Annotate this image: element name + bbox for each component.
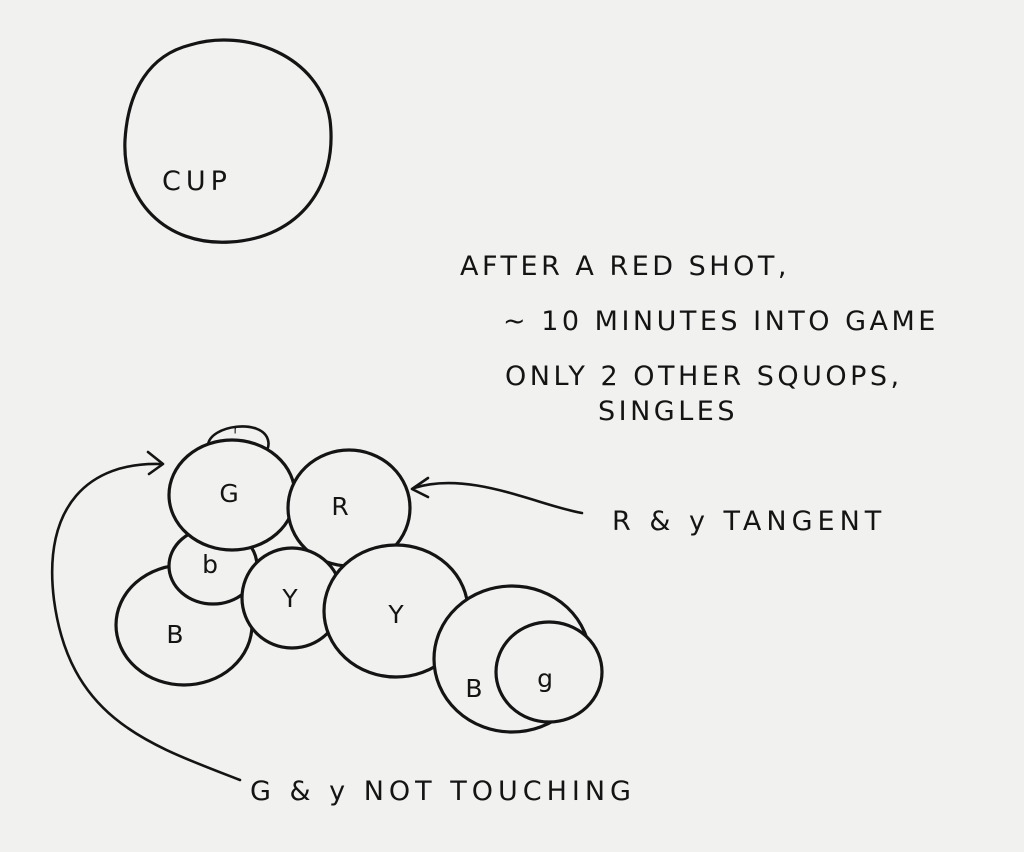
tangent-arrowhead bbox=[410, 476, 430, 499]
cup-outline bbox=[123, 38, 333, 244]
disc-green: G bbox=[167, 438, 297, 552]
not-touching-annotation: G & y NOT TOUCHING bbox=[50, 450, 636, 807]
disc-blue-right-label: B bbox=[465, 674, 482, 703]
tangent-label: R & y TANGENT bbox=[612, 506, 886, 537]
disc-blue-left-label: B bbox=[166, 620, 183, 649]
tangent-annotation: R & y TANGENT bbox=[410, 476, 886, 537]
disc-yellow-large-label: Y bbox=[387, 600, 404, 629]
game-notes: AFTER A RED SHOT, ~ 10 MINUTES INTO GAME… bbox=[460, 251, 939, 427]
disc-cluster: r B b G R Y Y bbox=[114, 423, 604, 734]
note-line-4: SINGLES bbox=[598, 396, 738, 427]
note-line-2: ~ 10 MINUTES INTO GAME bbox=[503, 306, 939, 337]
disc-green-label: G bbox=[219, 479, 238, 508]
disc-red-label: R bbox=[331, 492, 348, 521]
disc-top-small-label: r bbox=[234, 423, 239, 437]
not-touching-label: G & y NOT TOUCHING bbox=[250, 776, 636, 807]
disc-blue-small-label: b bbox=[202, 550, 218, 579]
disc-green-small-label: g bbox=[537, 664, 553, 693]
cup: CUP bbox=[123, 38, 333, 244]
tangent-arrow bbox=[412, 481, 584, 515]
disc-yellow-small-label: Y bbox=[281, 584, 298, 613]
note-line-3: ONLY 2 OTHER SQUOPS, bbox=[505, 361, 903, 392]
not-touching-arrow bbox=[50, 462, 242, 782]
disc-yellow-large: Y bbox=[322, 543, 470, 679]
not-touching-arrowhead bbox=[146, 450, 165, 476]
disc-green-small: g bbox=[494, 620, 604, 724]
cup-label: CUP bbox=[162, 166, 232, 197]
note-line-1: AFTER A RED SHOT, bbox=[460, 251, 790, 282]
